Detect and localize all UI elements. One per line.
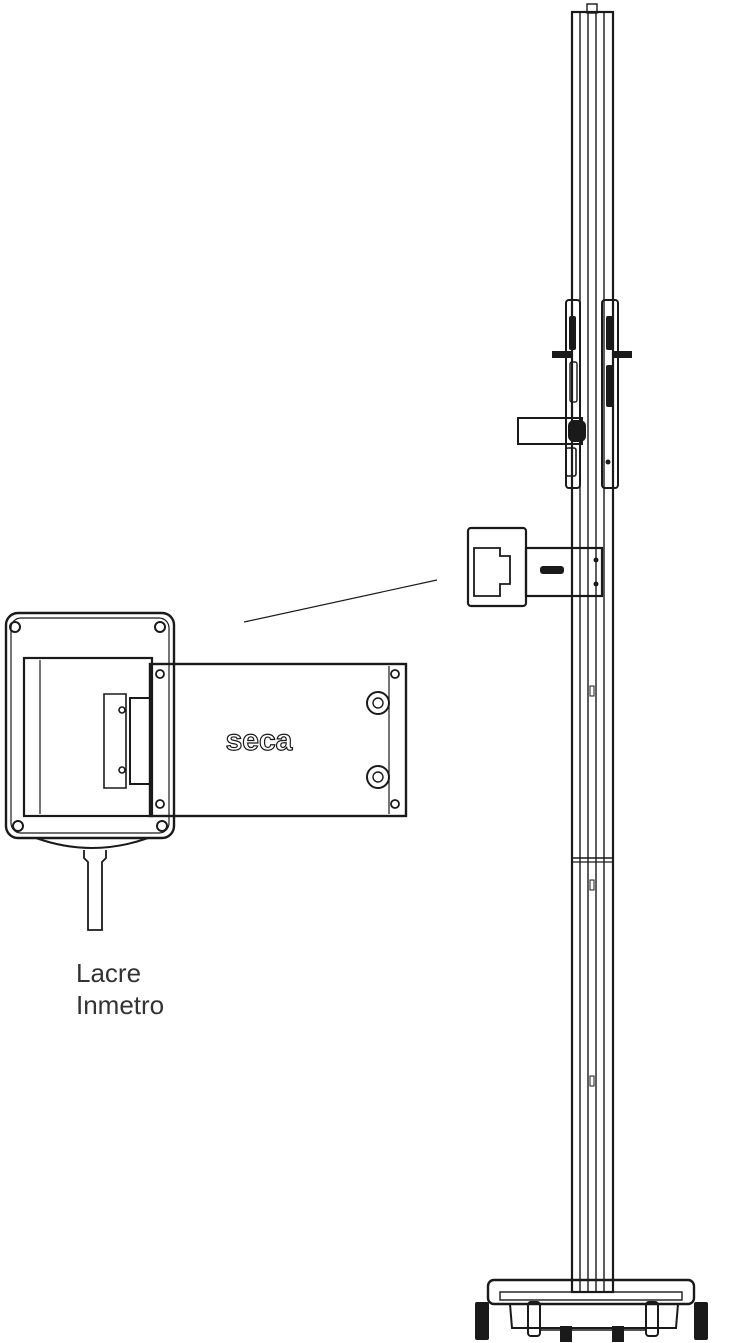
- leader-line: [243, 579, 438, 623]
- seal-label-line-2: Inmetro: [76, 990, 165, 1020]
- brand-logo: seca: [226, 724, 293, 757]
- headpiece-slider: [517, 299, 632, 489]
- detail-view: seca: [4, 611, 408, 931]
- seal-label-line-1: Lacre: [76, 958, 142, 988]
- column-base: [475, 1278, 708, 1342]
- measuring-column: [570, 3, 615, 1294]
- display-unit: [466, 526, 604, 608]
